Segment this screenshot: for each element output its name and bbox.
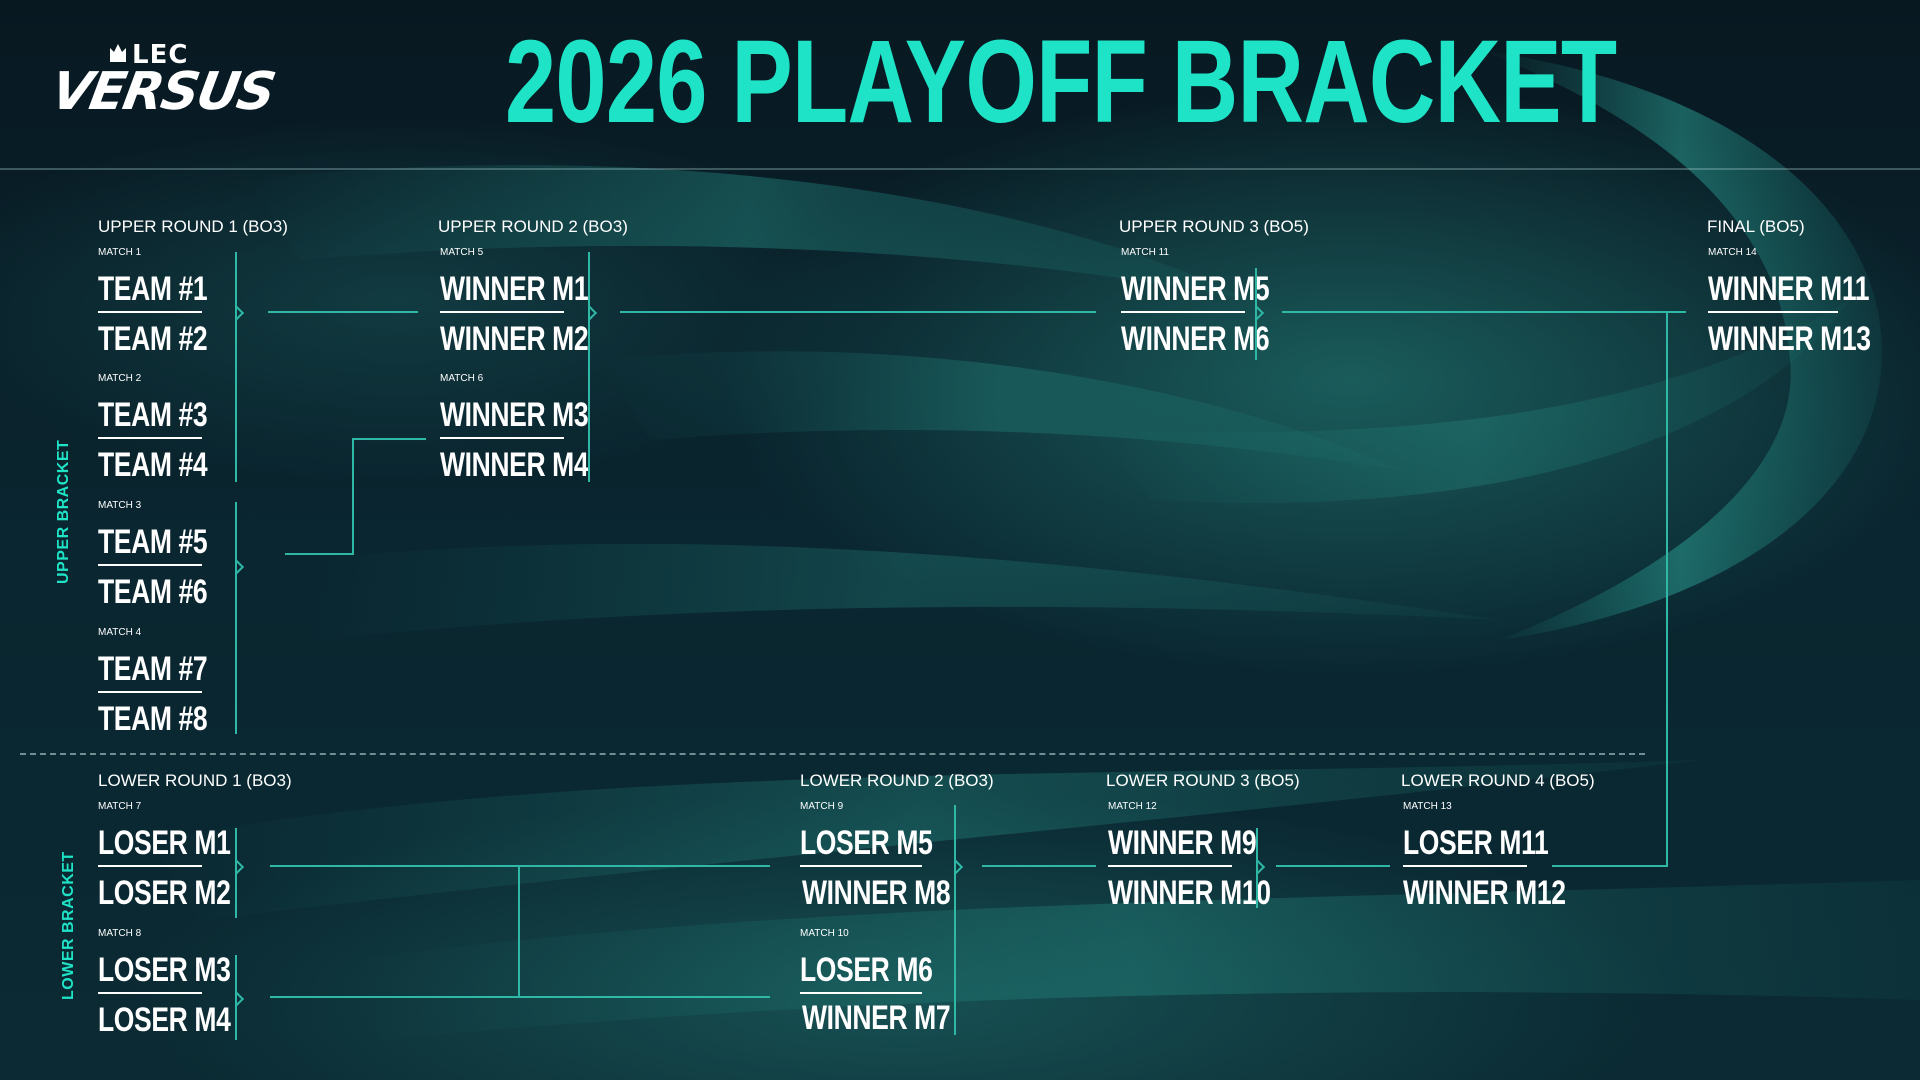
match-slot-top: TEAM #7	[98, 650, 208, 688]
slot-divider	[1108, 865, 1232, 867]
connector-line	[1552, 865, 1668, 867]
connector-line	[1282, 311, 1686, 313]
match-slot-top: TEAM #3	[98, 396, 208, 434]
connector-line	[235, 252, 237, 482]
match-slot-bottom: WINNER M7	[802, 999, 951, 1037]
connector-line	[352, 438, 426, 440]
logo-lec-text: LEC	[132, 40, 189, 70]
connector-line	[620, 311, 1096, 313]
match-slot-bottom: WINNER M6	[1121, 320, 1270, 358]
slot-divider	[800, 992, 922, 994]
match-slot-top: LOSER M3	[98, 951, 231, 989]
match-slot-bottom: WINNER M13	[1708, 320, 1871, 358]
lower-round2-label: LOWER ROUND 2 (BO3)	[800, 771, 994, 790]
connector-line	[518, 865, 520, 998]
match-slot-bottom: TEAM #8	[98, 700, 208, 738]
match-label: MATCH 14	[1708, 247, 1757, 258]
connector-line	[352, 438, 354, 555]
match-label: MATCH 9	[800, 801, 844, 812]
upper-round1-label: UPPER ROUND 1 (BO3)	[98, 217, 288, 236]
connector-line	[235, 955, 237, 1040]
connector-line	[235, 502, 237, 734]
connector-line	[954, 805, 956, 1035]
bracket-divider	[20, 753, 1645, 755]
match-slot-top: WINNER M9	[1108, 824, 1257, 862]
lower-round4-label: LOWER ROUND 4 (BO5)	[1401, 771, 1595, 790]
slot-divider	[98, 865, 202, 867]
slot-divider	[98, 691, 202, 693]
match-slot-top: WINNER M5	[1121, 270, 1270, 308]
match-slot-top: WINNER M3	[440, 396, 589, 434]
match-slot-bottom: TEAM #6	[98, 573, 208, 611]
connector-line	[982, 865, 1096, 867]
match-label: MATCH 5	[440, 247, 484, 258]
connector-line	[235, 828, 237, 918]
match-slot-top: LOSER M6	[800, 951, 933, 989]
match-slot-bottom: LOSER M2	[98, 874, 231, 912]
match-label: MATCH 7	[98, 801, 142, 812]
match-slot-top: WINNER M1	[440, 270, 589, 308]
lec-versus-logo: LEC VERSUS	[47, 40, 279, 130]
match-label: MATCH 1	[98, 247, 142, 258]
connector-line	[270, 996, 770, 998]
match-slot-top: WINNER M11	[1708, 270, 1870, 308]
match-label: MATCH 6	[440, 373, 484, 384]
match-label: MATCH 2	[98, 373, 142, 384]
lower-bracket-label: LOWER BRACKET	[60, 851, 77, 1000]
upper-round3-label: UPPER ROUND 3 (BO5)	[1119, 217, 1309, 236]
match-slot-top: LOSER M1	[98, 824, 231, 862]
connector-line	[588, 252, 590, 482]
match-slot-bottom: WINNER M2	[440, 320, 589, 358]
page-title: 2026 PLAYOFF BRACKET	[505, 16, 1617, 148]
connector-line	[268, 311, 418, 313]
match-slot-bottom: WINNER M8	[802, 874, 951, 912]
slot-divider	[800, 865, 922, 867]
match-slot-top: LOSER M5	[800, 824, 933, 862]
connector-line	[1256, 828, 1258, 908]
slot-divider	[1121, 311, 1245, 313]
connector-line	[270, 865, 770, 867]
match-label: MATCH 12	[1108, 801, 1157, 812]
slot-divider	[440, 311, 564, 313]
slot-divider	[98, 564, 202, 566]
match-slot-bottom: TEAM #2	[98, 320, 208, 358]
connector-line	[285, 553, 353, 555]
crown-icon	[110, 44, 126, 62]
slot-divider	[440, 437, 564, 439]
match-label: MATCH 3	[98, 500, 142, 511]
match-slot-bottom: TEAM #4	[98, 446, 208, 484]
connector-line	[1255, 268, 1257, 360]
match-label: MATCH 4	[98, 627, 142, 638]
logo-versus-text: VERSUS	[46, 62, 279, 122]
header: LEC VERSUS 2026 PLAYOFF BRACKET	[0, 0, 1920, 168]
upper-round2-label: UPPER ROUND 2 (BO3)	[438, 217, 628, 236]
connector-line	[1276, 865, 1390, 867]
slot-divider	[98, 311, 202, 313]
slot-divider	[98, 437, 202, 439]
match-slot-bottom: LOSER M4	[98, 1001, 231, 1039]
final-label: FINAL (BO5)	[1707, 217, 1805, 236]
slot-divider	[98, 992, 202, 994]
match-slot-top: TEAM #5	[98, 523, 208, 561]
slot-divider	[1708, 311, 1838, 313]
connector-line	[1666, 311, 1668, 867]
match-label: MATCH 13	[1403, 801, 1452, 812]
match-slot-bottom: WINNER M12	[1403, 874, 1566, 912]
match-slot-bottom: WINNER M10	[1108, 874, 1271, 912]
slot-divider	[1403, 865, 1527, 867]
upper-bracket-label: UPPER BRACKET	[55, 439, 72, 584]
match-label: MATCH 8	[98, 928, 142, 939]
lower-round3-label: LOWER ROUND 3 (BO5)	[1106, 771, 1300, 790]
lower-round1-label: LOWER ROUND 1 (BO3)	[98, 771, 292, 790]
match-label: MATCH 11	[1121, 247, 1169, 258]
match-slot-bottom: WINNER M4	[440, 446, 589, 484]
header-divider	[0, 168, 1920, 170]
match-slot-top: LOSER M11	[1403, 824, 1549, 862]
match-label: MATCH 10	[800, 928, 849, 939]
match-slot-top: TEAM #1	[98, 270, 208, 308]
